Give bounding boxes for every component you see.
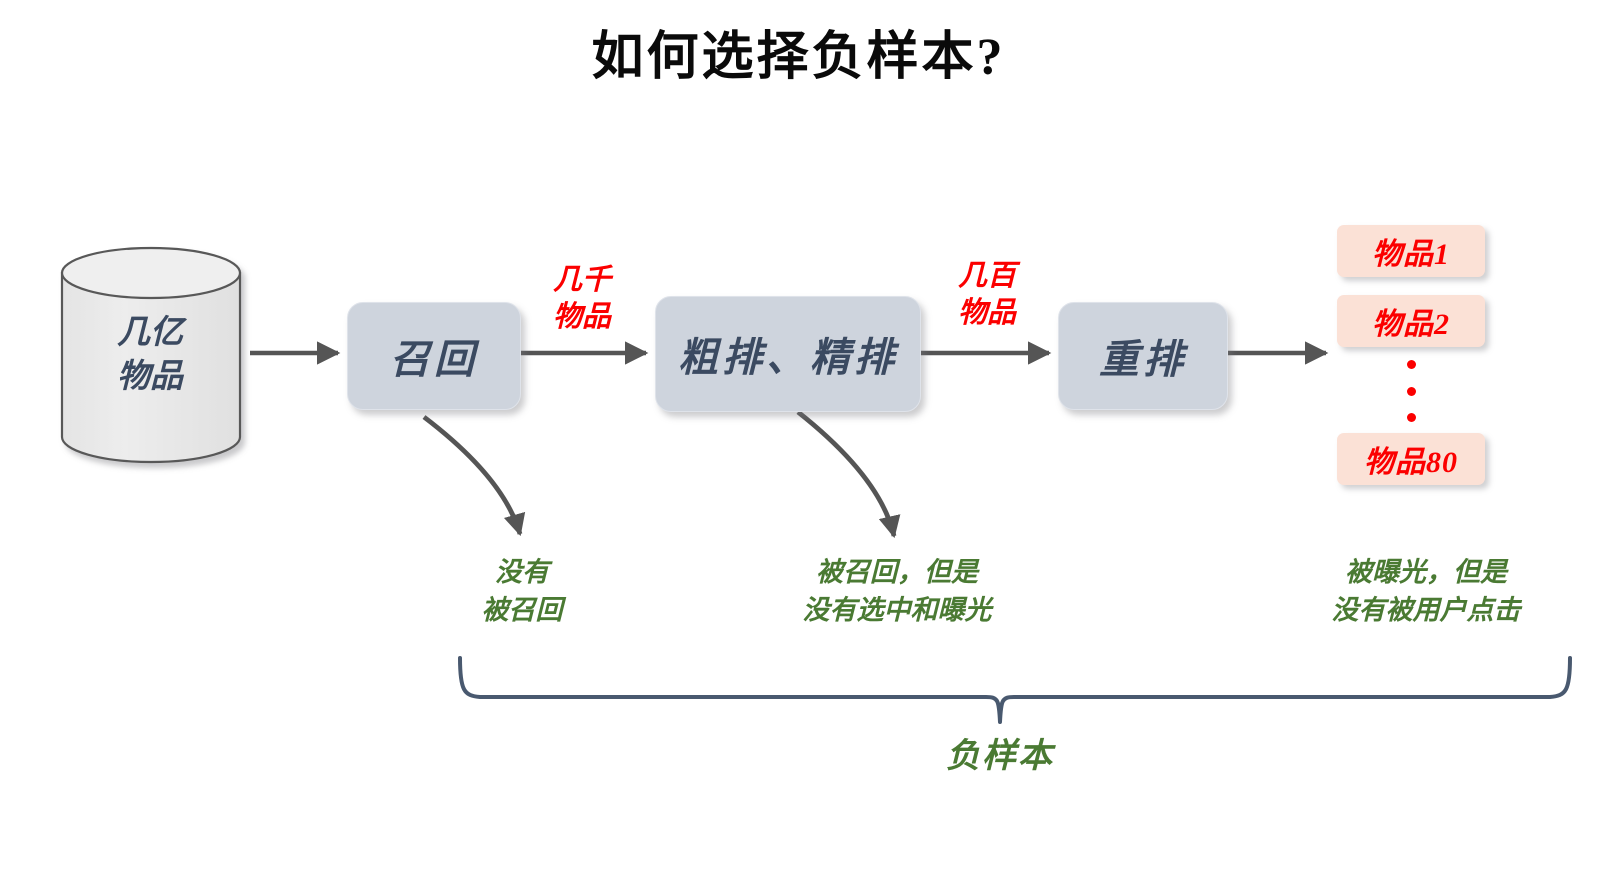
stage-label-rerank: 重排: [1099, 337, 1187, 382]
note-not-recalled: 没有 被召回: [481, 557, 563, 626]
result-item-box[interactable]: 物品2: [1337, 295, 1485, 347]
note-recalled-not-shown: 被召回，但是 没有选中和曝光: [802, 557, 992, 626]
stage-box-rerank[interactable]: 重排: [1058, 302, 1228, 410]
result-item-label: 物品80: [1364, 446, 1458, 479]
negative-sample-brace: [458, 656, 1572, 724]
page-title: 如何选择负样本?: [591, 29, 1006, 86]
stage-box-recall[interactable]: 召回: [347, 302, 521, 410]
arrow-recall-dropped: [422, 415, 526, 537]
result-item-label: 物品1: [1372, 238, 1450, 271]
negative-sample-label: 负样本: [946, 738, 1054, 775]
stage-label-recall: 召回: [390, 337, 478, 382]
stage-label-ranking: 粗排、精排: [678, 335, 898, 380]
arrow-ranking-dropped: [796, 410, 901, 539]
stage-box-ranking[interactable]: 粗排、精排: [655, 296, 921, 412]
result-item-label: 物品2: [1372, 308, 1450, 341]
source-label: 几亿 物品: [117, 315, 183, 395]
result-item-box[interactable]: 物品80: [1337, 433, 1485, 485]
note-shown-not-clicked: 被曝光，但是 没有被用户点击: [1331, 557, 1521, 626]
flow-count-after-ranking: 几百 物品: [957, 260, 1016, 330]
vertical-ellipsis-icon: [1337, 360, 1485, 422]
result-item-box[interactable]: 物品1: [1337, 225, 1485, 277]
flow-count-after-recall: 几千 物品: [552, 264, 611, 334]
